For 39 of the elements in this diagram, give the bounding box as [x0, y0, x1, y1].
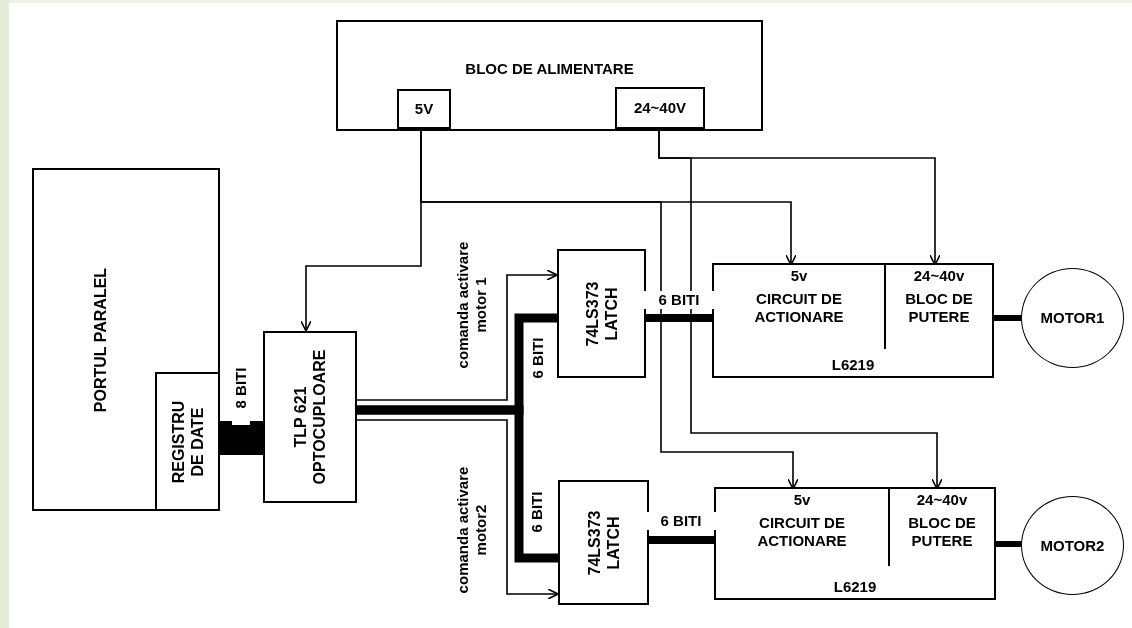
block-label: TLP 621 OPTOCUPLOARE — [290, 348, 329, 487]
driver-block — [712, 263, 994, 378]
motor-circle — [1021, 496, 1124, 595]
arrow — [356, 419, 559, 600]
block-label: L6219 — [830, 356, 876, 374]
output-terminal-box — [397, 89, 451, 129]
block-label: PORTUL PARALEL — [91, 266, 111, 414]
output-terminal-box — [615, 87, 705, 129]
voltage-label: 5v — [790, 267, 808, 285]
voltage-label: 5v — [793, 491, 811, 509]
block-label: L6219 — [832, 578, 878, 596]
block-label: 74LS373 LATCH — [584, 509, 623, 577]
block-label: 24~40V — [633, 99, 687, 117]
block-label: 74LS373 LATCH — [582, 280, 621, 348]
data-bus — [357, 405, 558, 563]
block-label: REGISTRU DE DATE — [168, 399, 207, 485]
data-bus — [646, 314, 712, 322]
voltage-label: 24~40v — [913, 267, 965, 285]
block-label: MOTOR2 — [1040, 536, 1105, 555]
power-supply-block — [336, 20, 763, 131]
arrow — [356, 269, 558, 401]
driver-block — [714, 487, 996, 600]
block-label: CIRCUIT DE ACTIONARE — [753, 290, 845, 326]
block-label: BLOC DE PUTERE — [907, 514, 977, 550]
latch-block — [557, 249, 646, 378]
block-label: BLOC DE ALIMENTARE — [464, 60, 635, 78]
latch-block — [558, 480, 649, 605]
optocoupler-block — [263, 331, 357, 503]
edge-label: 6 BITI — [642, 291, 716, 309]
voltage-label: 24~40v — [916, 491, 968, 509]
data-bus — [220, 421, 263, 455]
edge-label: 6 BITI — [644, 512, 718, 530]
register-box — [155, 372, 220, 511]
block-label: CIRCUIT DE ACTIONARE — [756, 514, 848, 550]
data-bus — [649, 536, 714, 544]
parallel-port-block — [32, 168, 220, 511]
block-label: 5V — [414, 100, 434, 118]
block-label: BLOC DE PUTERE — [904, 290, 974, 326]
block-label: MOTOR1 — [1040, 309, 1105, 327]
